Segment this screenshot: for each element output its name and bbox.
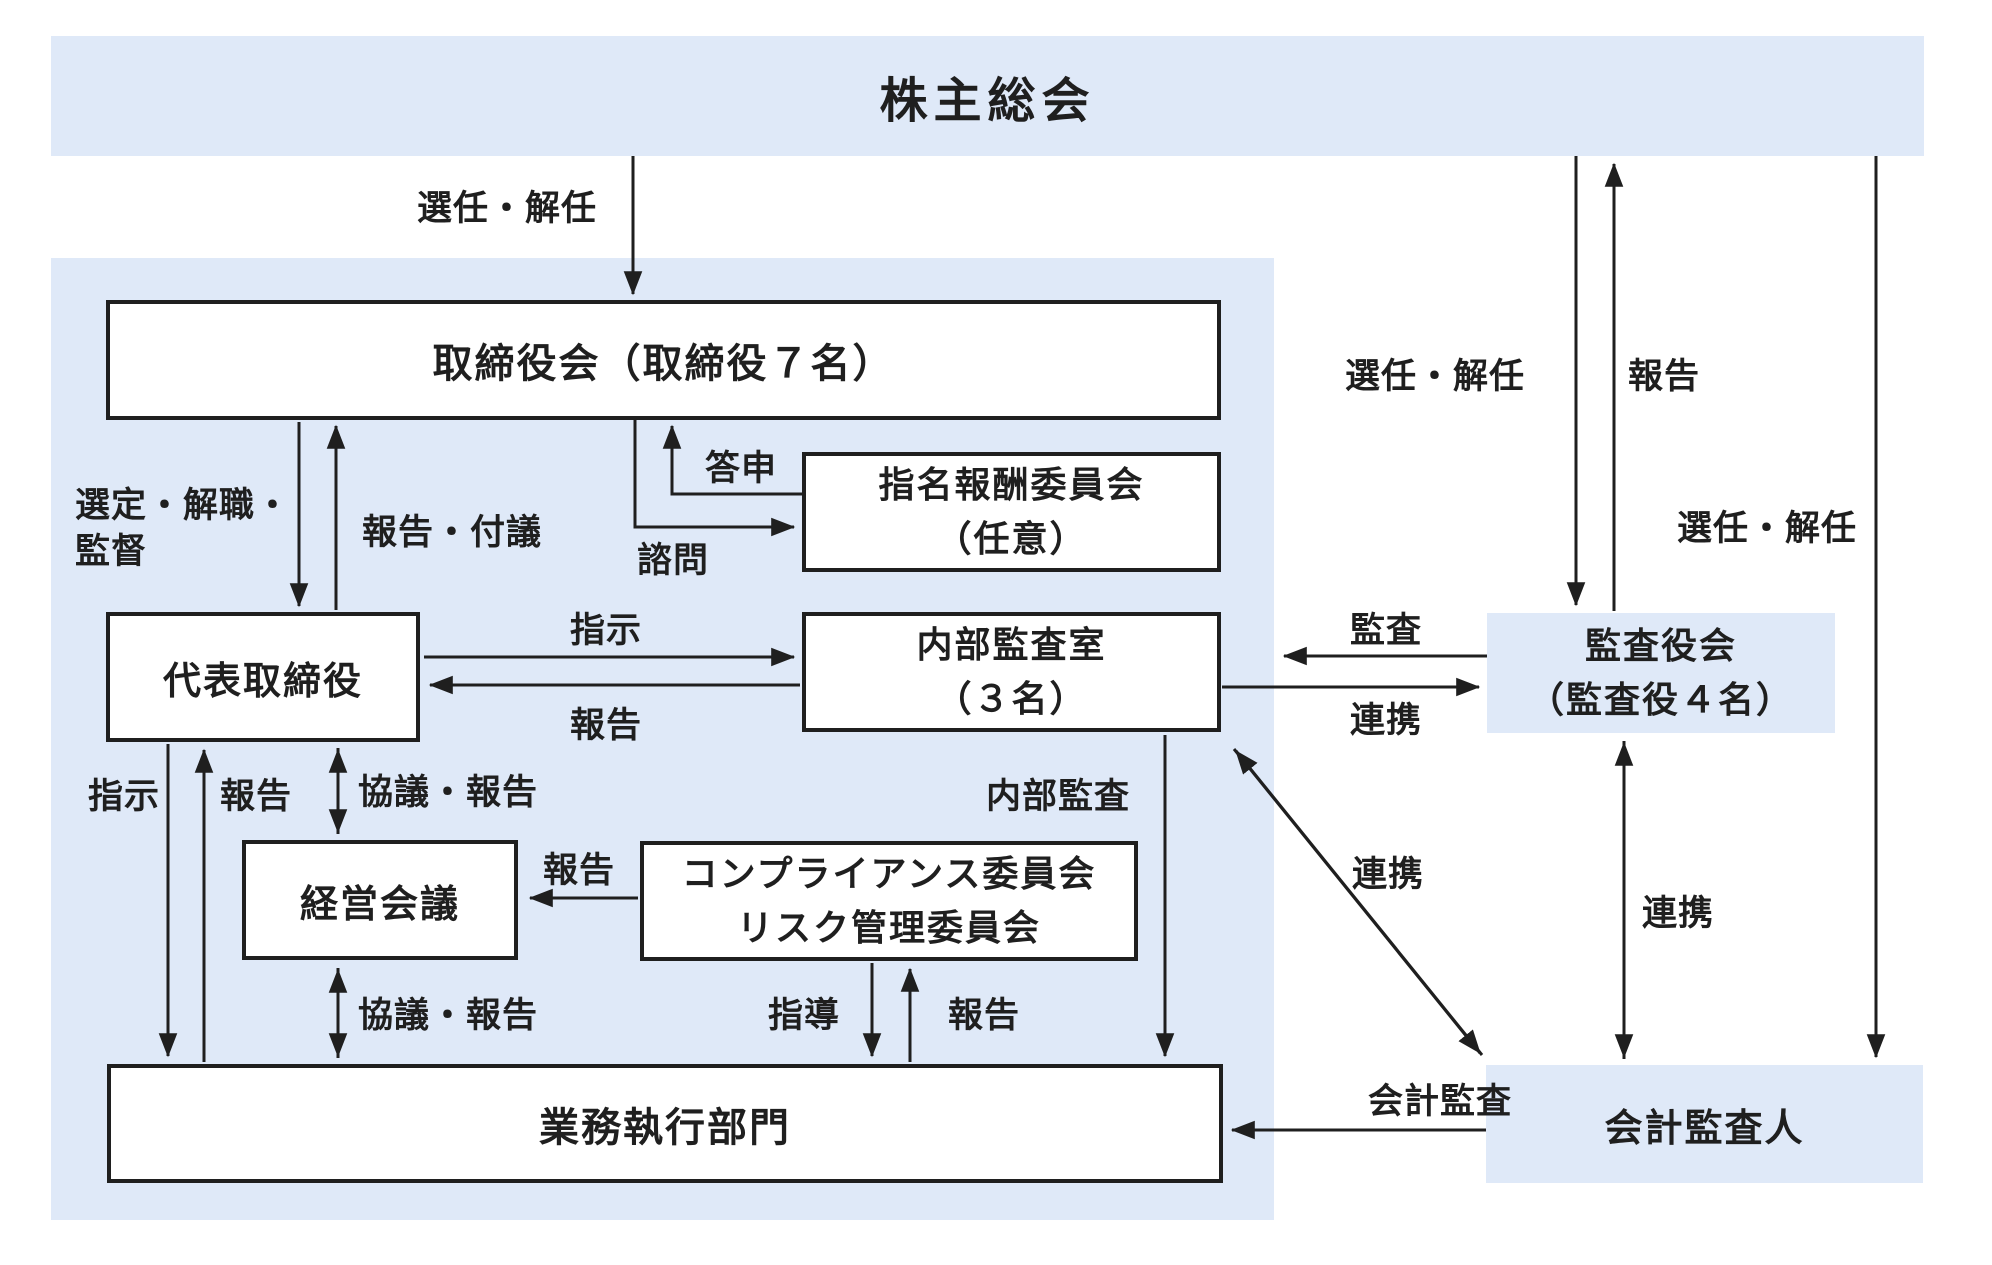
label-report-committee-to-management: 報告: [543, 851, 616, 890]
label-report-internal-audit: 報告: [570, 706, 643, 745]
shareholders-meeting-banner: 株主総会: [51, 36, 1924, 156]
accounting-auditor-label: 会計監査人: [1604, 1107, 1805, 1150]
compliance-committee-box: コンプライアンス委員会 リスク管理委員会: [640, 841, 1138, 961]
label-audit: 監査: [1350, 611, 1423, 650]
label-appoint-dismiss-auditors: 選任・解任: [1345, 357, 1526, 396]
label-cooperate-diagonal: 連携: [1352, 855, 1425, 894]
label-report-to-shareholders: 報告: [1628, 357, 1701, 396]
audit-and-supervisory-board-label: 監査役会 （監査役４名）: [1527, 625, 1794, 720]
nomination-committee-label: 指名報酬委員会 （任意）: [878, 464, 1145, 559]
internal-audit-office-box: 内部監査室 （３名）: [802, 612, 1221, 732]
label-consult-report-upper: 協議・報告: [358, 773, 539, 812]
label-appoint-dismiss-accounting-auditor: 選任・解任: [1677, 509, 1858, 548]
execution-departments-box: 業務執行部門: [107, 1064, 1223, 1183]
label-instruct-internal-audit: 指示: [570, 611, 643, 650]
label-cooperate-vertical: 連携: [1642, 894, 1715, 933]
compliance-committee-label: コンプライアンス委員会 リスク管理委員会: [681, 853, 1097, 948]
label-accounting-audit: 会計監査: [1368, 1082, 1513, 1121]
internal-audit-office-label: 内部監査室 （３名）: [916, 624, 1107, 719]
label-appoint-dismiss-directors: 選任・解任: [417, 189, 598, 228]
board-of-directors-box: 取締役会（取締役７名）: [106, 300, 1221, 420]
label-report-committee-up: 報告: [948, 996, 1021, 1035]
arrow-consult: [633, 420, 796, 537]
representative-director-label: 代表取締役: [162, 660, 363, 703]
label-consult-report-lower: 協議・報告: [358, 996, 539, 1035]
shareholders-meeting-label: 株主総会: [879, 75, 1096, 128]
label-guide: 指導: [768, 996, 841, 1035]
management-meeting-label: 経営会議: [299, 883, 460, 926]
accounting-auditor-box: 会計監査人: [1486, 1065, 1923, 1183]
nomination-committee-box: 指名報酬委員会 （任意）: [802, 452, 1221, 572]
arrow-reply: [662, 424, 802, 496]
label-consult: 諮問: [637, 541, 710, 580]
arrow-cooperate-diagonal-up: [1234, 750, 1484, 1056]
execution-departments-label: 業務執行部門: [539, 1105, 791, 1150]
board-of-directors-label: 取締役会（取締役７名）: [432, 342, 895, 386]
label-cooperate-horizontal: 連携: [1350, 701, 1423, 740]
management-meeting-box: 経営会議: [242, 840, 518, 960]
label-report-refer: 報告・付議: [362, 513, 543, 552]
label-select-dismiss-supervise: 選定・解職・ 監督: [75, 486, 292, 571]
label-instruct-execution: 指示: [88, 777, 161, 816]
representative-director-box: 代表取締役: [106, 612, 420, 742]
label-internal-audit: 内部監査: [986, 777, 1131, 816]
audit-and-supervisory-board-box: 監査役会 （監査役４名）: [1487, 613, 1835, 733]
label-reply: 答申: [705, 449, 778, 488]
label-report-execution: 報告: [220, 777, 293, 816]
